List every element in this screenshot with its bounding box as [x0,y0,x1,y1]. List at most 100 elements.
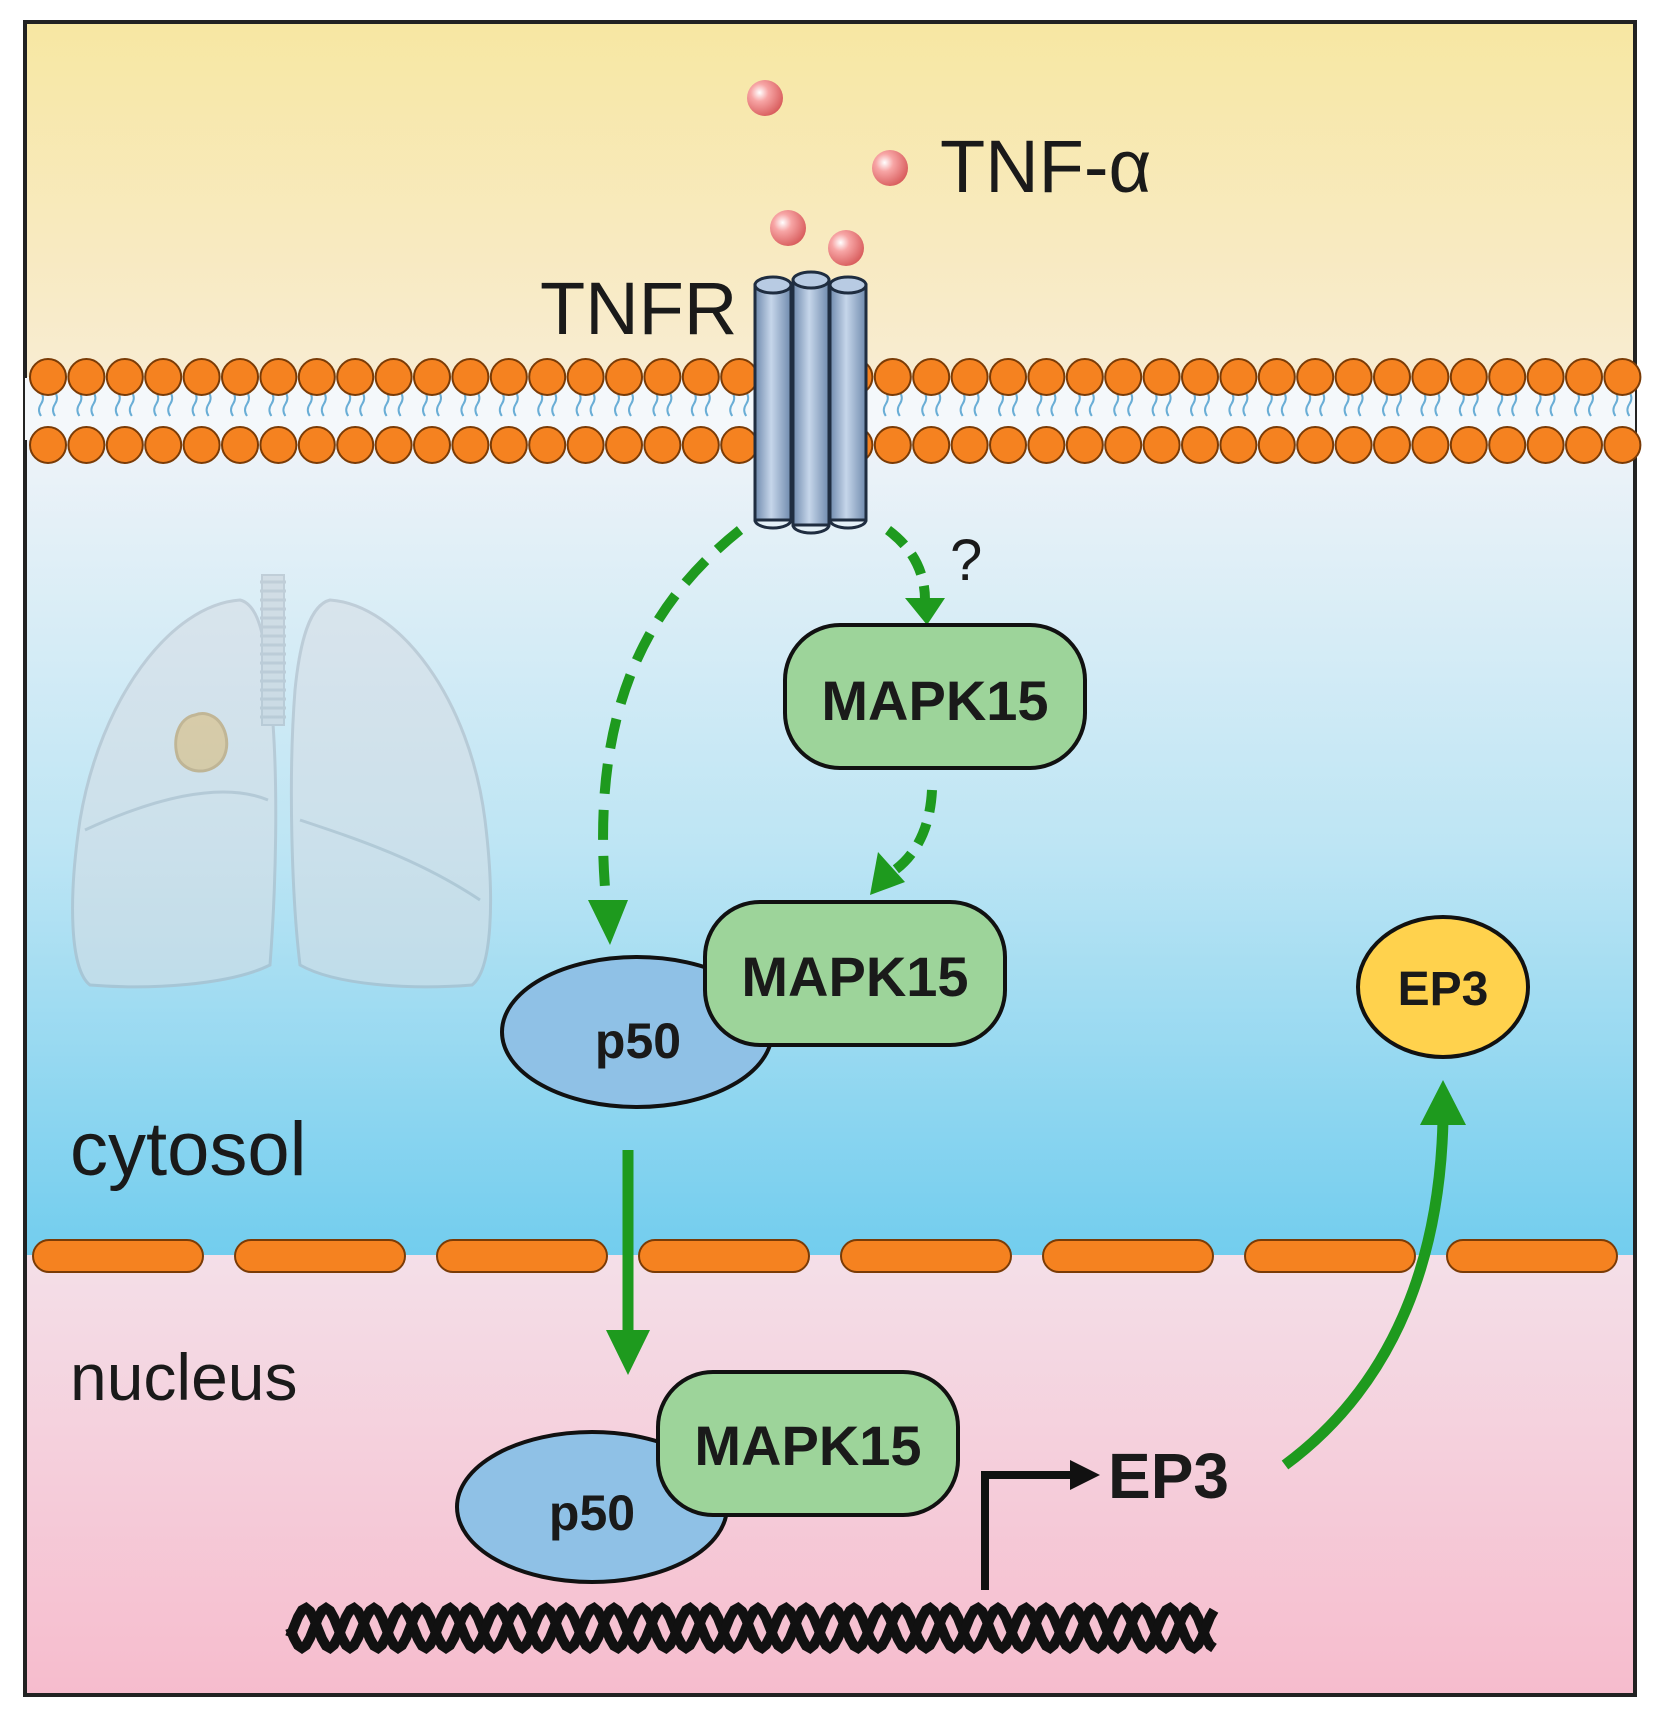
lipid-head [1411,426,1450,464]
lipid-tail [1612,391,1619,417]
lipid-head [873,358,912,396]
nuclear-envelope-segment [1244,1239,1416,1273]
lipid-head [1565,358,1603,396]
arrowhead [606,1330,650,1375]
lipid-head [489,358,528,396]
lipid-tail [1113,391,1120,417]
lipid-tail [1050,391,1057,417]
lipid-tail [359,391,366,417]
lipid-tail [652,391,659,417]
lipid-head [374,426,413,464]
lipid-head [1334,426,1373,464]
lipid-head [1334,358,1373,396]
lipid-head [989,426,1027,464]
mapk15-label: MAPK15 [821,669,1048,732]
lipid-tail [690,391,697,417]
receptor-helix [828,275,868,530]
mapk15-node-nucleus-complex: MAPK15 [656,1370,960,1517]
nuclear-envelope-segment [234,1239,406,1273]
lipid-head [1219,426,1258,464]
lipid-tail [1357,391,1364,417]
lipid-tail [1151,391,1158,417]
lipid-tail [1535,391,1542,417]
lipid-head [1488,358,1527,396]
lipid-head [144,358,183,396]
frame-border [23,20,1637,1697]
lipid-head [144,426,183,464]
arrowhead [870,852,905,895]
lipid-tail [474,391,481,417]
lipid-tail [1012,391,1018,417]
lipid-head [259,426,298,464]
lipid-head [681,426,720,464]
tnf-ball [747,80,783,116]
lipid-tail [114,391,121,417]
lipid-tail [1574,391,1580,417]
lipid-head [1373,358,1411,396]
lipid-tail [1074,391,1081,417]
lipid-head [605,358,643,396]
lipid-head [182,426,221,464]
lipid-head [451,426,490,464]
lipid-tail [498,391,505,417]
mapk15-label: MAPK15 [694,1414,921,1477]
lipid-tail [1228,391,1235,417]
lipid-head [29,358,67,396]
lipid-tail [76,391,83,417]
arrowhead [588,900,628,945]
arrow-ep3-expression [1281,1119,1449,1470]
nuclear-envelope-segment [638,1239,810,1273]
lipid-tail [959,391,966,417]
lipid-tail [1242,391,1249,417]
lipid-head [989,358,1027,396]
lipid-tail [230,391,236,417]
lipid-tail [282,391,289,417]
lipid-head [105,426,144,464]
lipid-head [451,358,490,396]
lipid-tail [436,391,442,417]
lipid-tail [704,391,711,417]
tnf-ball [828,230,864,266]
lipid-head [1296,426,1335,464]
lipid-head [1219,358,1258,396]
lipid-head [67,358,106,396]
lipid-head [29,426,67,464]
lipid-tail [460,391,467,417]
tnf-ball [770,210,806,246]
lipid-head [1027,358,1066,396]
lipid-tail [38,391,44,417]
lipid-tail [1266,391,1273,417]
lipid-tail [128,391,135,417]
lipid-tail [1305,391,1312,417]
lipid-head [336,426,375,464]
lipid-tail [512,391,519,417]
nuclear-envelope [32,1239,1618,1273]
lipid-tail [191,391,198,417]
lipid-tail [1420,391,1427,417]
lipid-head [413,358,451,396]
lipid-head [297,426,336,464]
lipid-head [221,426,259,464]
lipid-head [1181,426,1219,464]
lipid-head [1296,358,1335,396]
lipid-tail [973,391,980,417]
lipid-head [1603,358,1642,396]
lipid-heads-outer [29,358,1642,396]
lipid-tail [52,391,58,417]
lipid-tail [882,391,889,417]
transcription-start-arrow [981,1471,1075,1590]
lipid-head [720,358,759,396]
lipid-head [1142,426,1181,464]
lipid-tail [1458,391,1465,417]
dna-helix [285,1601,1219,1655]
lipid-tail [1190,391,1196,417]
lipid-head [1449,358,1488,396]
arrowhead [1070,1460,1100,1490]
lipid-tail [205,391,212,417]
ep3-label: EP3 [1398,963,1489,1016]
nucleus-label: nucleus [70,1340,298,1414]
lipid-tail [1382,391,1388,417]
lipid-head [1257,426,1296,464]
lipid-head [643,426,682,464]
